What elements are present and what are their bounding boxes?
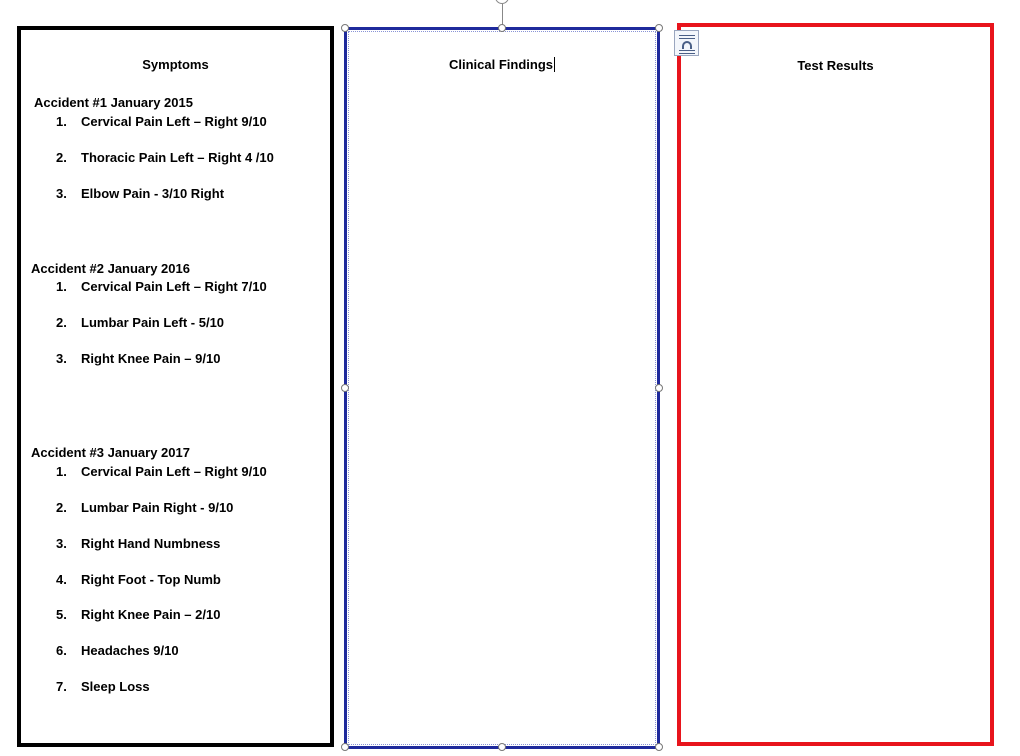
resize-handle-bottom-left[interactable]: [341, 743, 349, 751]
resize-handle-bottom[interactable]: [498, 743, 506, 751]
list-item: 4.Right Foot - Top Numb: [56, 572, 221, 587]
clinical-findings-title[interactable]: Clinical Findings: [347, 57, 657, 72]
symptoms-title: Symptoms: [142, 57, 209, 72]
list-item: 2.Lumbar Pain Right - 9/10: [56, 500, 234, 515]
list-item: 1.Cervical Pain Left – Right 7/10: [56, 279, 267, 294]
list-item: 3.Right Hand Numbness: [56, 536, 221, 551]
resize-handle-top[interactable]: [498, 24, 506, 32]
text-cursor: [554, 57, 555, 72]
rotate-handle-icon[interactable]: [495, 0, 509, 4]
list-item: 3.Right Knee Pain – 9/10: [56, 351, 221, 366]
resize-handle-top-left[interactable]: [341, 24, 349, 32]
resize-handle-right[interactable]: [655, 384, 663, 392]
layout-options-icon[interactable]: [674, 30, 699, 56]
resize-handle-left[interactable]: [341, 384, 349, 392]
list-item: 2.Lumbar Pain Left - 5/10: [56, 315, 225, 330]
symptoms-text-box[interactable]: Symptoms Accident #1 January 2015 1.Cerv…: [17, 26, 334, 747]
clinical-findings-text-box[interactable]: Clinical Findings: [344, 27, 660, 749]
list-item: 1.Cervical Pain Left – Right 9/10: [56, 114, 267, 129]
resize-handle-bottom-right[interactable]: [655, 743, 663, 751]
list-item: 6.Headaches 9/10: [56, 643, 179, 658]
clinical-findings-title-text: Clinical Findings: [448, 57, 553, 72]
resize-handle-top-right[interactable]: [655, 24, 663, 32]
list-item: 7.Sleep Loss: [56, 679, 150, 694]
accident-1-heading: Accident #1 January 2015: [34, 95, 193, 110]
test-results-title: Test Results: [797, 58, 874, 73]
rotate-connector: [502, 4, 503, 26]
list-item: 5.Right Knee Pain – 2/10: [56, 607, 221, 622]
accident-2-heading: Accident #2 January 2016: [31, 261, 190, 276]
accident-3-heading: Accident #3 January 2017: [31, 445, 190, 460]
list-item: 3.Elbow Pain - 3/10 Right: [56, 186, 225, 201]
list-item: 1.Cervical Pain Left – Right 9/10: [56, 464, 267, 479]
test-results-text-box[interactable]: Test Results: [677, 23, 994, 746]
list-item: 2.Thoracic Pain Left – Right 4 /10: [56, 150, 274, 165]
